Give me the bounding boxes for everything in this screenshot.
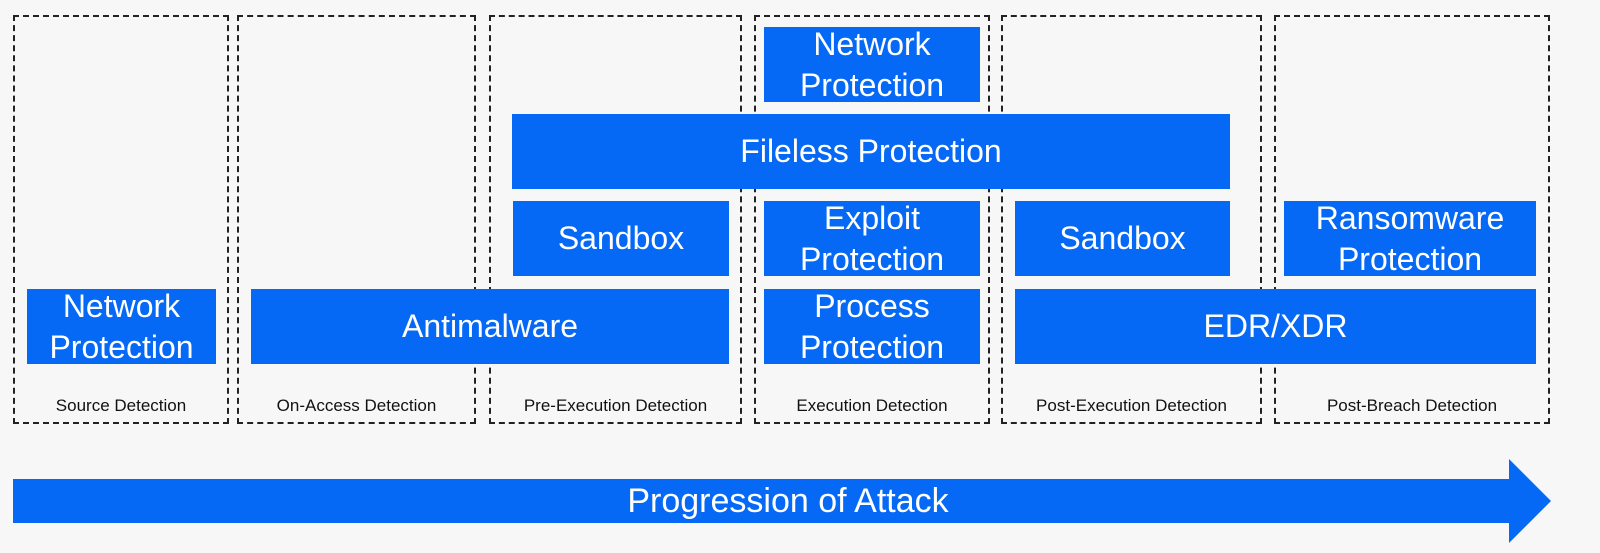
stage-post-breach-detection: Post-Breach Detection <box>1274 15 1550 424</box>
stage-on-access-detection: On-Access Detection <box>237 15 476 424</box>
stage-label: Pre-Execution Detection <box>523 396 708 415</box>
arrow-label: Progression of Attack <box>627 482 949 520</box>
stage-label: Source Detection <box>55 396 187 415</box>
stage-execution-detection: Execution Detection <box>754 15 990 424</box>
block-fileless-protection: Fileless Protection <box>512 114 1230 189</box>
block-edr-xdr: EDR/XDR <box>1015 289 1536 364</box>
arrow-shape-icon <box>13 459 1551 543</box>
block-antimalware: Antimalware <box>251 289 729 364</box>
block-network-protection-execution: Network Protection <box>764 26 980 103</box>
progression-arrow: Progression of Attack <box>13 459 1585 543</box>
stage-post-execution-detection: Post-Execution Detection <box>1001 15 1262 424</box>
block-network-protection-source: Network Protection <box>27 288 216 365</box>
block-sandbox-pre-execution: Sandbox <box>513 201 729 276</box>
stage-label: On-Access Detection <box>276 396 437 415</box>
block-exploit-protection: Exploit Protection <box>764 200 980 277</box>
block-process-protection: Process Protection <box>764 288 980 365</box>
block-ransomware-protection: Ransomware Protection <box>1284 200 1536 277</box>
stage-source-detection: Source Detection <box>13 15 229 424</box>
stage-label: Post-Breach Detection <box>1326 396 1498 415</box>
stage-label: Post-Execution Detection <box>1036 396 1227 415</box>
stage-label: Execution Detection <box>796 396 948 415</box>
stage-pre-execution-detection: Pre-Execution Detection <box>489 15 742 424</box>
block-sandbox-post-execution: Sandbox <box>1015 201 1230 276</box>
